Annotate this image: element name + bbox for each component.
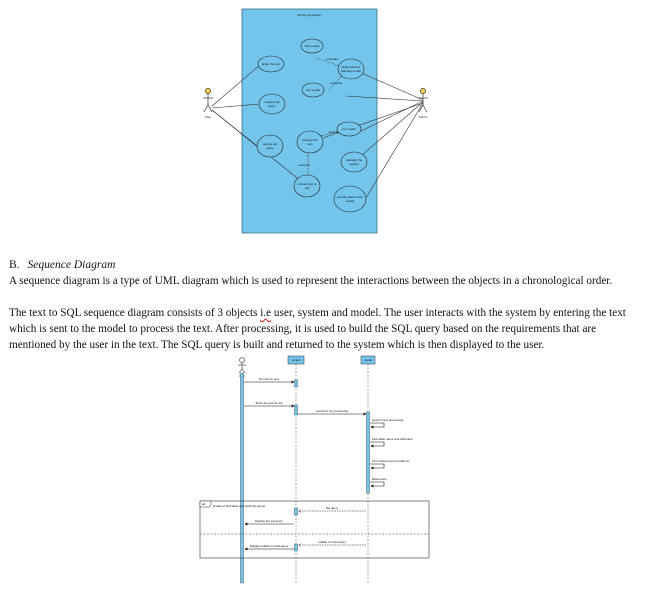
uc-access-2: query: [266, 146, 274, 150]
msg-display-sql: Display the sql query: [255, 519, 283, 523]
uc-request-2: query: [268, 104, 276, 108]
msg-prompt-for-text: Prompt for text: [259, 377, 279, 381]
lifeline-model-label: model: [364, 358, 373, 362]
admin-actor-label: Admin: [419, 115, 428, 119]
alt-fragment: [199, 500, 430, 559]
extend-label-1: «extend»: [330, 81, 343, 85]
paragraph-2-ie: i.e: [260, 307, 272, 319]
paragraph-2-text-a: The text to SQL sequence diagram consist…: [9, 307, 261, 319]
lifeline-system-label: system: [291, 358, 301, 362]
uc-maintain-2: system: [349, 162, 359, 166]
uc-process-1: process the: [302, 138, 318, 142]
uc-process-2: text: [308, 142, 313, 146]
admin-actor: [418, 88, 428, 113]
uc-access-1: access sql: [263, 142, 277, 146]
alt-operator: alt: [202, 502, 205, 506]
sequence-diagram: User system model Prompt for text Enter …: [199, 355, 430, 584]
uc-build-model-2: learning model: [341, 69, 361, 73]
paragraph-2: The text to SQL sequence diagram consist…: [9, 305, 641, 353]
paragraph-1: A sequence diagram is a type of UML diag…: [9, 273, 641, 289]
uc-train-model: train model: [305, 44, 320, 48]
uc-maintain-1: maintain the: [346, 158, 363, 162]
msg-build-query: Build query: [372, 477, 388, 481]
user-actor: [203, 88, 213, 113]
uc-provide-2: model: [346, 199, 355, 203]
msg-send-text: send text for processing: [316, 409, 348, 413]
uc-run-model: run model: [342, 127, 356, 131]
system-title: Text to sql system: [297, 13, 321, 17]
alt-guard: [if able to find table and build sql que…: [213, 504, 265, 508]
section-heading: B. Sequence Diagram: [9, 259, 115, 271]
msg-find-clauses: Find clauses and conditions: [372, 459, 410, 463]
use-case-diagram: Text to sql system «include» «extend» «i…: [203, 8, 428, 234]
uc-build-model-1: build machine: [342, 65, 361, 69]
msg-enter-text: Enter the text for sql: [256, 401, 283, 405]
extend-label-2: «extend»: [298, 163, 311, 167]
actor-icon: [238, 357, 246, 374]
paragraph-1-text: A sequence diagram is a type of UML diag…: [9, 275, 613, 287]
uc-convert-2: sql: [305, 186, 309, 190]
msg-perform-processing: perform text processing: [372, 418, 404, 422]
include-label-1: «include»: [326, 57, 339, 61]
msg-sql-query: Sql query: [326, 506, 339, 510]
section-title: Sequence Diagram: [27, 259, 116, 271]
uc-provide-1: provide data for the: [337, 195, 363, 199]
user-actor-label: User: [205, 115, 211, 119]
uc-request-1: request sql: [265, 100, 280, 104]
msg-display-unable: Display unable to build query: [250, 544, 289, 548]
actor-activation: [240, 372, 244, 584]
uc-test-model: test model: [306, 88, 320, 92]
uc-enter-text: Enter the text: [262, 62, 280, 66]
include-label-2: «include»: [328, 130, 341, 134]
paragraph-2-text-b: user, system and model. The user interac…: [9, 307, 626, 351]
msg-unable-build: unable to build query: [318, 540, 346, 544]
msg-find-table: Find table name and attributes: [372, 437, 413, 441]
uc-convert-1: convert text to: [298, 182, 317, 186]
section-number: B.: [9, 259, 20, 271]
